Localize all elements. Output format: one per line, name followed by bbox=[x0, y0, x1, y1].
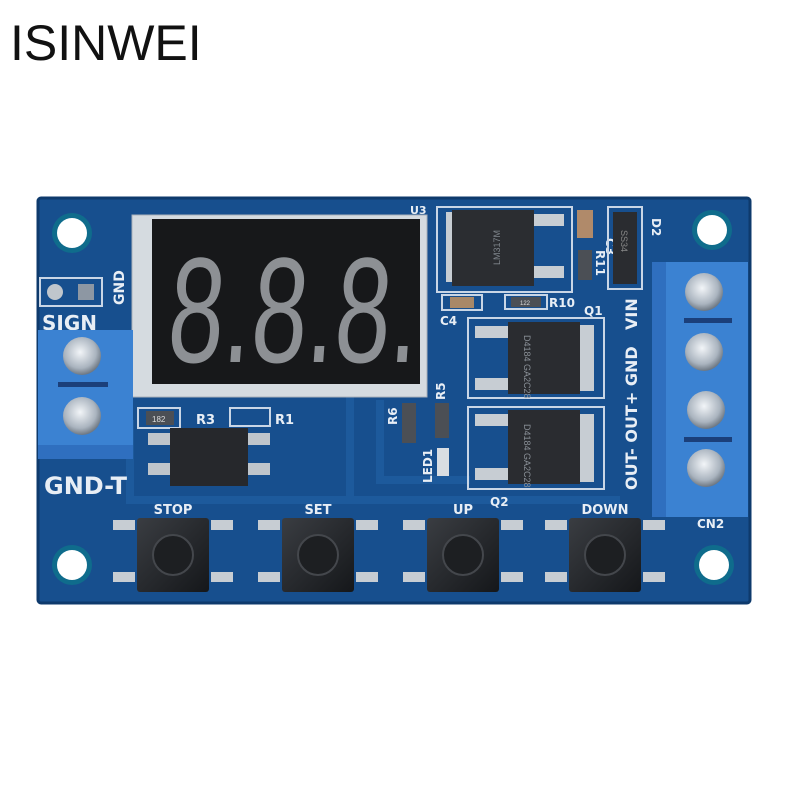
button-pin bbox=[258, 572, 280, 582]
button-pin bbox=[258, 520, 280, 530]
button-pin bbox=[545, 572, 567, 582]
label-c4: C4 bbox=[440, 314, 457, 328]
label-cn2: CN2 bbox=[697, 517, 724, 531]
button-pin bbox=[356, 572, 378, 582]
regulator-marking: LM317M bbox=[492, 230, 502, 265]
optocoupler-chip bbox=[148, 428, 270, 486]
capacitor-c3 bbox=[577, 210, 593, 238]
button-pin bbox=[113, 520, 135, 530]
label-r3: R3 bbox=[196, 413, 215, 428]
label-gnd: GND bbox=[112, 270, 128, 305]
button-pin bbox=[643, 572, 665, 582]
signal-header bbox=[39, 277, 103, 307]
r3-marking: 182 bbox=[152, 415, 166, 424]
q2-marking: D4184 GA2C28 bbox=[522, 424, 532, 488]
button-label: UP bbox=[453, 503, 473, 518]
label-gnd-t: GND-T bbox=[44, 472, 128, 500]
button-cap[interactable] bbox=[584, 534, 626, 576]
label-led1: LED1 bbox=[421, 449, 435, 483]
label-u3: U3 bbox=[410, 204, 427, 217]
button-pin bbox=[643, 520, 665, 530]
button-pin bbox=[403, 520, 425, 530]
button-cap[interactable] bbox=[297, 534, 339, 576]
label-r6: R6 bbox=[386, 407, 400, 425]
label-q1: Q1 bbox=[584, 304, 603, 318]
button-down[interactable]: DOWN bbox=[545, 503, 665, 592]
label-r11: R11 bbox=[593, 250, 607, 276]
button-up[interactable]: UP bbox=[403, 503, 523, 592]
seven-segment-display: 8.8.8. bbox=[131, 214, 428, 398]
resistor-r11 bbox=[578, 250, 592, 280]
label-q2: Q2 bbox=[490, 495, 509, 509]
mosfet-q1: D4184 GA2C28 bbox=[467, 317, 605, 399]
power-terminal-block bbox=[652, 262, 748, 517]
button-label: STOP bbox=[154, 503, 193, 518]
button-stop[interactable]: STOP bbox=[113, 503, 233, 592]
button-pin bbox=[501, 572, 523, 582]
button-label: DOWN bbox=[581, 503, 628, 518]
resistor-r10 bbox=[511, 297, 541, 307]
r3-pad-outline bbox=[137, 407, 181, 429]
diode-marking: SS34 bbox=[619, 230, 629, 252]
mounting-holes bbox=[52, 210, 734, 585]
button-pin bbox=[356, 520, 378, 530]
button-pin bbox=[403, 572, 425, 582]
diode-d2: SS34 bbox=[607, 206, 643, 290]
brand-logo-text: ISINWEI bbox=[10, 15, 202, 71]
button-pin bbox=[113, 572, 135, 582]
label-vin: VIN bbox=[622, 298, 641, 330]
button-pin bbox=[211, 572, 233, 582]
button-pin bbox=[501, 520, 523, 530]
button-pin bbox=[545, 520, 567, 530]
signal-terminal-block bbox=[38, 330, 133, 459]
resistor-r5 bbox=[435, 403, 449, 438]
resistor-r6 bbox=[402, 403, 416, 443]
label-r1: R1 bbox=[275, 413, 294, 428]
label-output-terminals: OUT- OUT+ GND bbox=[622, 346, 641, 490]
label-r5: R5 bbox=[434, 382, 448, 400]
label-d2: D2 bbox=[649, 218, 663, 236]
led-indicator bbox=[437, 448, 449, 476]
capacitor-c4 bbox=[450, 297, 474, 308]
mosfet-q2: D4184 GA2C28 bbox=[467, 406, 605, 490]
r10-pad-outline bbox=[504, 294, 548, 310]
label-r10: R10 bbox=[549, 296, 575, 310]
button-cap[interactable] bbox=[442, 534, 484, 576]
voltage-regulator-chip: LM317M bbox=[436, 206, 573, 293]
q1-marking: D4184 GA2C28 bbox=[522, 335, 532, 399]
r1-pad-outline bbox=[229, 407, 271, 427]
button-set[interactable]: SET bbox=[258, 503, 378, 592]
r10-marking: 122 bbox=[520, 301, 531, 307]
button-row: STOP SET UP DOWN bbox=[113, 503, 665, 592]
button-label: SET bbox=[304, 503, 331, 518]
button-cap[interactable] bbox=[152, 534, 194, 576]
button-pin bbox=[211, 520, 233, 530]
display-reading: 8.8.8. bbox=[163, 226, 425, 394]
resistor-r3 bbox=[146, 411, 174, 425]
c4-pad-outline bbox=[441, 294, 483, 311]
